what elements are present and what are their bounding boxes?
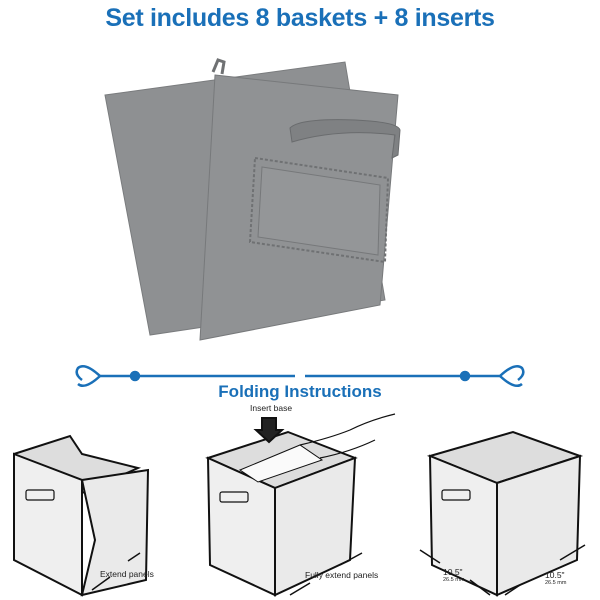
box-step-2 <box>205 413 396 597</box>
step1-label: Extend panels <box>100 569 154 579</box>
dim1-mm: 26.5 mm <box>443 577 465 583</box>
dim2-mm: 26.5 mm <box>545 580 567 586</box>
box-step-3 <box>426 430 584 597</box>
ornament-divider <box>75 365 525 387</box>
dimension-arrows <box>91 544 586 596</box>
dim1: 10.5" <box>443 567 463 577</box>
headline: Set includes 8 baskets + 8 inserts <box>105 4 495 32</box>
dim2: 10.5" <box>545 570 565 580</box>
section-title: Folding Instructions <box>218 382 382 401</box>
hang-loop <box>211 58 226 75</box>
label-window-inner <box>257 166 381 256</box>
folded-panels <box>104 58 401 341</box>
insert-base-label: Insert base <box>250 403 293 413</box>
box-step-1 <box>13 434 150 597</box>
panel-handle <box>289 119 401 159</box>
step2-label: Fully extend panels <box>305 570 379 580</box>
